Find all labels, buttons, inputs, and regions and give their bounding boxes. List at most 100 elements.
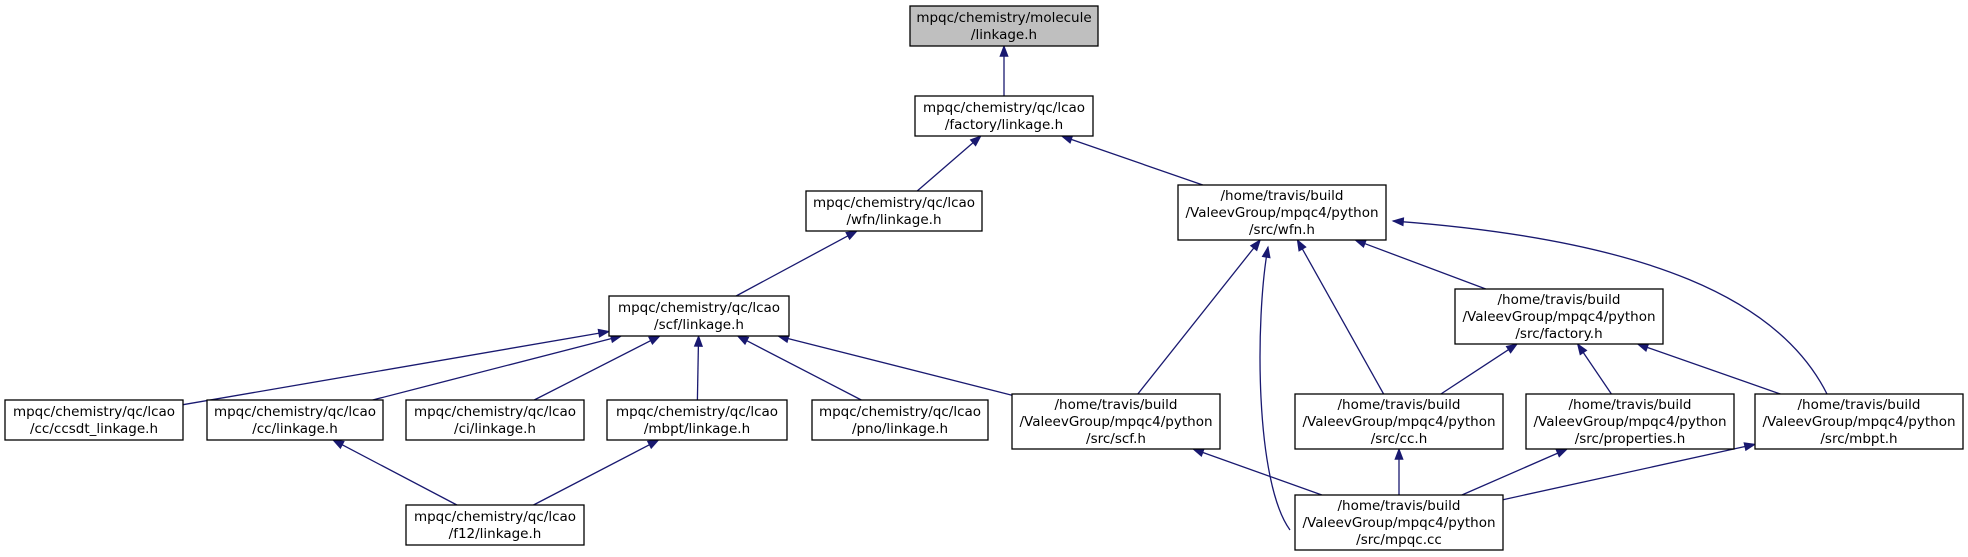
node-py-scf[interactable]: /home/travis/build/ValeevGroup/mpqc4/pyt… <box>1011 393 1221 450</box>
edge-py_properties-to-py_factory <box>1576 342 1612 395</box>
node-box[interactable] <box>805 190 983 232</box>
node-ci[interactable]: mpqc/chemistry/qc/lcao/ci/linkage.h <box>405 399 585 441</box>
node-box[interactable] <box>4 399 184 441</box>
edge-py_mbpt-to-py_factory <box>1636 343 1781 395</box>
node-box[interactable] <box>811 399 989 441</box>
edge-line <box>735 234 850 297</box>
node-label-line: /cc/ccsdt_linkage.h <box>30 421 158 437</box>
node-mbpt[interactable]: mpqc/chemistry/qc/lcao/mbpt/linkage.h <box>606 399 788 441</box>
node-box[interactable] <box>1525 393 1735 450</box>
node-box[interactable] <box>405 504 585 546</box>
edge-line <box>1461 452 1560 496</box>
node-box[interactable] <box>206 399 384 441</box>
node-pno[interactable]: mpqc/chemistry/qc/lcao/pno/linkage.h <box>811 399 989 441</box>
edge-py_mpqc-to-py_properties <box>1461 448 1569 496</box>
arrowhead-icon <box>1261 245 1271 259</box>
node-py-factory[interactable]: /home/travis/build/ValeevGroup/mpqc4/pyt… <box>1454 288 1664 345</box>
edge-line <box>340 443 458 506</box>
arrowhead-icon <box>1505 343 1519 354</box>
node-py-mbpt[interactable]: /home/travis/build/ValeevGroup/mpqc4/pyt… <box>1754 393 1964 450</box>
node-label-line: /linkage.h <box>971 27 1037 43</box>
edge-py_mpqc-to-py_scf <box>1191 448 1323 496</box>
node-label-line: /cc/linkage.h <box>252 421 338 437</box>
node-label-line: mpqc/chemistry/qc/lcao <box>414 509 576 525</box>
edge-py_mpqc-to-py_mbpt <box>1502 442 1757 501</box>
node-label-line: /home/travis/build <box>1797 397 1920 413</box>
node-py-cc[interactable]: /home/travis/build/ValeevGroup/mpqc4/pyt… <box>1294 393 1504 450</box>
edge-line <box>533 339 653 401</box>
node-box[interactable] <box>1294 494 1504 551</box>
edge-line <box>1201 451 1323 496</box>
edge-py_scf-to-py_wfn <box>1137 238 1262 395</box>
node-label-line: /src/factory.h <box>1515 326 1602 342</box>
node-ccsdt[interactable]: mpqc/chemistry/qc/lcao/cc/ccsdt_linkage.… <box>4 399 184 441</box>
node-box[interactable] <box>405 399 585 441</box>
node-box[interactable] <box>1294 393 1504 450</box>
node-label-line: /home/travis/build <box>1497 292 1620 308</box>
edge-py_wfn-to-factory <box>1060 135 1204 186</box>
node-label-line: /home/travis/build <box>1054 397 1177 413</box>
node-label-line: /scf/linkage.h <box>654 317 744 333</box>
node-label-line: /src/properties.h <box>1575 431 1686 447</box>
node-label-line: /ValeevGroup/mpqc4/python <box>1533 414 1726 430</box>
edge-wfn-to-factory <box>916 135 982 192</box>
edge-line <box>1137 246 1256 395</box>
edge-line <box>1440 348 1510 395</box>
arrowhead-icon <box>1296 238 1307 252</box>
node-scf[interactable]: mpqc/chemistry/qc/lcao/scf/linkage.h <box>608 295 790 337</box>
arrowhead-icon <box>693 334 704 347</box>
edge-pno-to-scf <box>736 335 862 401</box>
node-label-line: /src/scf.h <box>1086 431 1146 447</box>
edge-line <box>1363 242 1487 290</box>
arrowhead-icon <box>736 335 750 346</box>
edge-line <box>1502 445 1747 501</box>
arrowhead-icon <box>1555 448 1569 458</box>
edge-line <box>372 337 613 401</box>
arrowhead-icon <box>999 44 1009 57</box>
arrowhead-icon <box>1636 343 1650 352</box>
edge-py_mpqc-to-py_wfn <box>1259 245 1291 531</box>
edge-line <box>1582 351 1612 395</box>
edge-factory-to-molecule <box>999 44 1009 96</box>
node-label-line: mpqc/chemistry/qc/lcao <box>616 404 778 420</box>
node-py-mpqc[interactable]: /home/travis/build/ValeevGroup/mpqc4/pyt… <box>1294 494 1504 551</box>
node-box[interactable] <box>606 399 788 441</box>
node-label-line: /ValeevGroup/mpqc4/python <box>1019 414 1212 430</box>
node-box[interactable] <box>914 95 1094 137</box>
node-label-line: /factory/linkage.h <box>945 117 1063 133</box>
edge-line <box>1645 346 1781 395</box>
arrowhead-icon <box>969 135 982 147</box>
node-molecule: mpqc/chemistry/molecule/linkage.h <box>909 5 1099 47</box>
edge-layer <box>182 44 1828 531</box>
node-label-line: mpqc/chemistry/qc/lcao <box>618 300 780 316</box>
node-label-line: mpqc/chemistry/qc/lcao <box>414 404 576 420</box>
node-label-line: mpqc/chemistry/qc/lcao <box>13 404 175 420</box>
node-cc[interactable]: mpqc/chemistry/qc/lcao/cc/linkage.h <box>206 399 384 441</box>
edge-f12-to-cc <box>331 439 458 506</box>
node-label-line: mpqc/chemistry/qc/lcao <box>819 404 981 420</box>
arrowhead-icon <box>1394 447 1404 460</box>
arrowhead-icon <box>646 439 660 450</box>
node-box[interactable] <box>1454 288 1664 345</box>
node-factory[interactable]: mpqc/chemistry/qc/lcao/factory/linkage.h <box>914 95 1094 137</box>
arrowhead-icon <box>648 335 662 345</box>
node-label-line: /home/travis/build <box>1337 397 1460 413</box>
node-box[interactable] <box>1011 393 1221 450</box>
node-box[interactable] <box>1754 393 1964 450</box>
node-label-line: /mbpt/linkage.h <box>644 421 750 437</box>
edge-f12-to-mbpt <box>533 439 660 506</box>
edge-line <box>916 141 975 192</box>
edge-py_factory-to-py_wfn <box>1353 239 1487 290</box>
node-py-properties[interactable]: /home/travis/build/ValeevGroup/mpqc4/pyt… <box>1525 393 1735 450</box>
edge-line <box>533 443 651 506</box>
node-f12[interactable]: mpqc/chemistry/qc/lcao/f12/linkage.h <box>405 504 585 546</box>
edge-py_mpqc-to-py_cc <box>1394 447 1404 495</box>
edge-py_scf-to-scf <box>776 334 1013 396</box>
node-box[interactable] <box>608 295 790 337</box>
node-label-line: /home/travis/build <box>1337 498 1460 514</box>
node-box[interactable] <box>1177 184 1387 241</box>
node-py-wfn[interactable]: /home/travis/build/ValeevGroup/mpqc4/pyt… <box>1177 184 1387 241</box>
node-wfn[interactable]: mpqc/chemistry/qc/lcao/wfn/linkage.h <box>805 190 983 232</box>
edge-line <box>696 344 700 401</box>
